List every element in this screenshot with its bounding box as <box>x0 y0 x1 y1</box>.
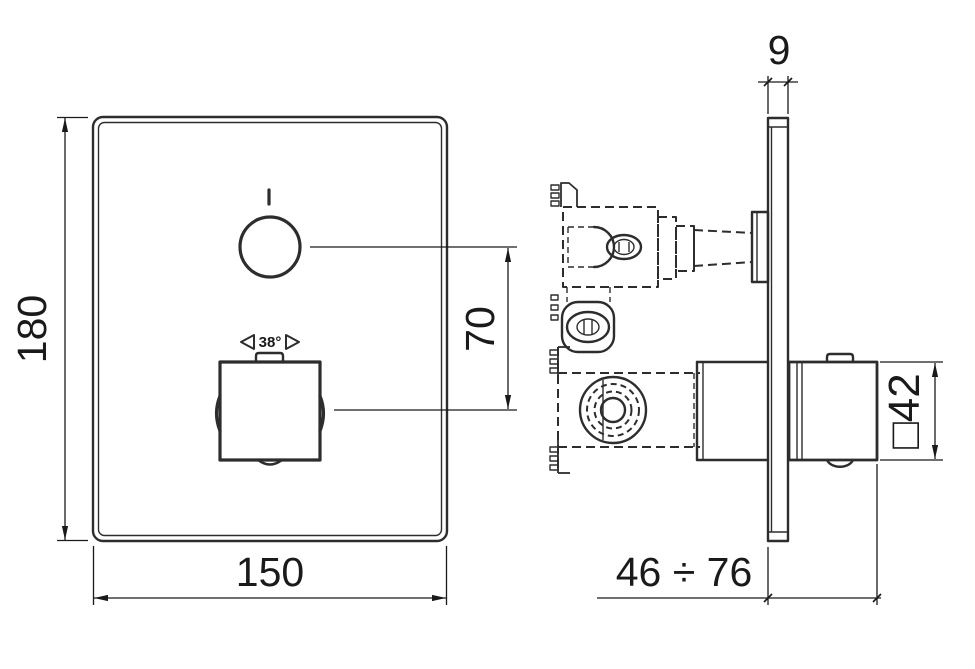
handle-top-tab <box>825 352 855 364</box>
lower-valve-body <box>549 346 770 474</box>
dim-handle-square-42: □42 <box>880 361 943 461</box>
temp-limit-label: 38° <box>259 334 282 351</box>
front-view: 38° 180 150 70 <box>9 115 517 605</box>
side-view: 9 □42 46 ÷ 76 <box>549 27 943 605</box>
width-dim-label: 150 <box>236 549 304 595</box>
valve-spindle <box>693 229 753 267</box>
front-plate <box>91 115 449 543</box>
square-knob <box>214 351 326 466</box>
knob-left-bulge <box>214 394 222 433</box>
upper-bracket <box>550 182 578 207</box>
side-handle <box>787 352 879 468</box>
knob-right-bulge <box>318 394 326 433</box>
dim-center-distance-70: 70 <box>310 246 517 411</box>
arrow-right-icon <box>285 334 300 350</box>
arrow-left-icon <box>240 334 255 350</box>
outlet-elbow <box>550 287 616 354</box>
depth-range-label: 46 ÷ 76 <box>616 549 753 595</box>
upper-valve-body <box>550 182 770 354</box>
thermostatic-cartridge <box>578 375 648 445</box>
wall-sleeve <box>695 360 770 462</box>
dim-plate-thickness-9: 9 <box>758 27 798 114</box>
round-knob <box>238 188 302 279</box>
handle-square-label: □42 <box>880 373 929 449</box>
height-dim-label: 180 <box>9 295 55 363</box>
valve-oval-boss <box>605 233 643 261</box>
plate-thickness-label: 9 <box>768 27 791 73</box>
knob-top-tab <box>254 351 285 364</box>
upper-escutcheon <box>750 210 770 284</box>
temp-limit-marker: 38° <box>240 334 300 351</box>
dim-height-180: 180 <box>9 116 88 542</box>
lower-bracket-bottom <box>549 440 570 474</box>
side-plate-profile <box>766 116 790 543</box>
dim-depth-range: 46 ÷ 76 <box>597 464 882 605</box>
center-distance-label: 70 <box>457 306 503 352</box>
knob-bottom-arc <box>256 458 284 466</box>
lower-bracket-top <box>549 346 570 380</box>
handle-bottom-arc <box>825 458 855 468</box>
dim-width-150: 150 <box>92 546 448 605</box>
